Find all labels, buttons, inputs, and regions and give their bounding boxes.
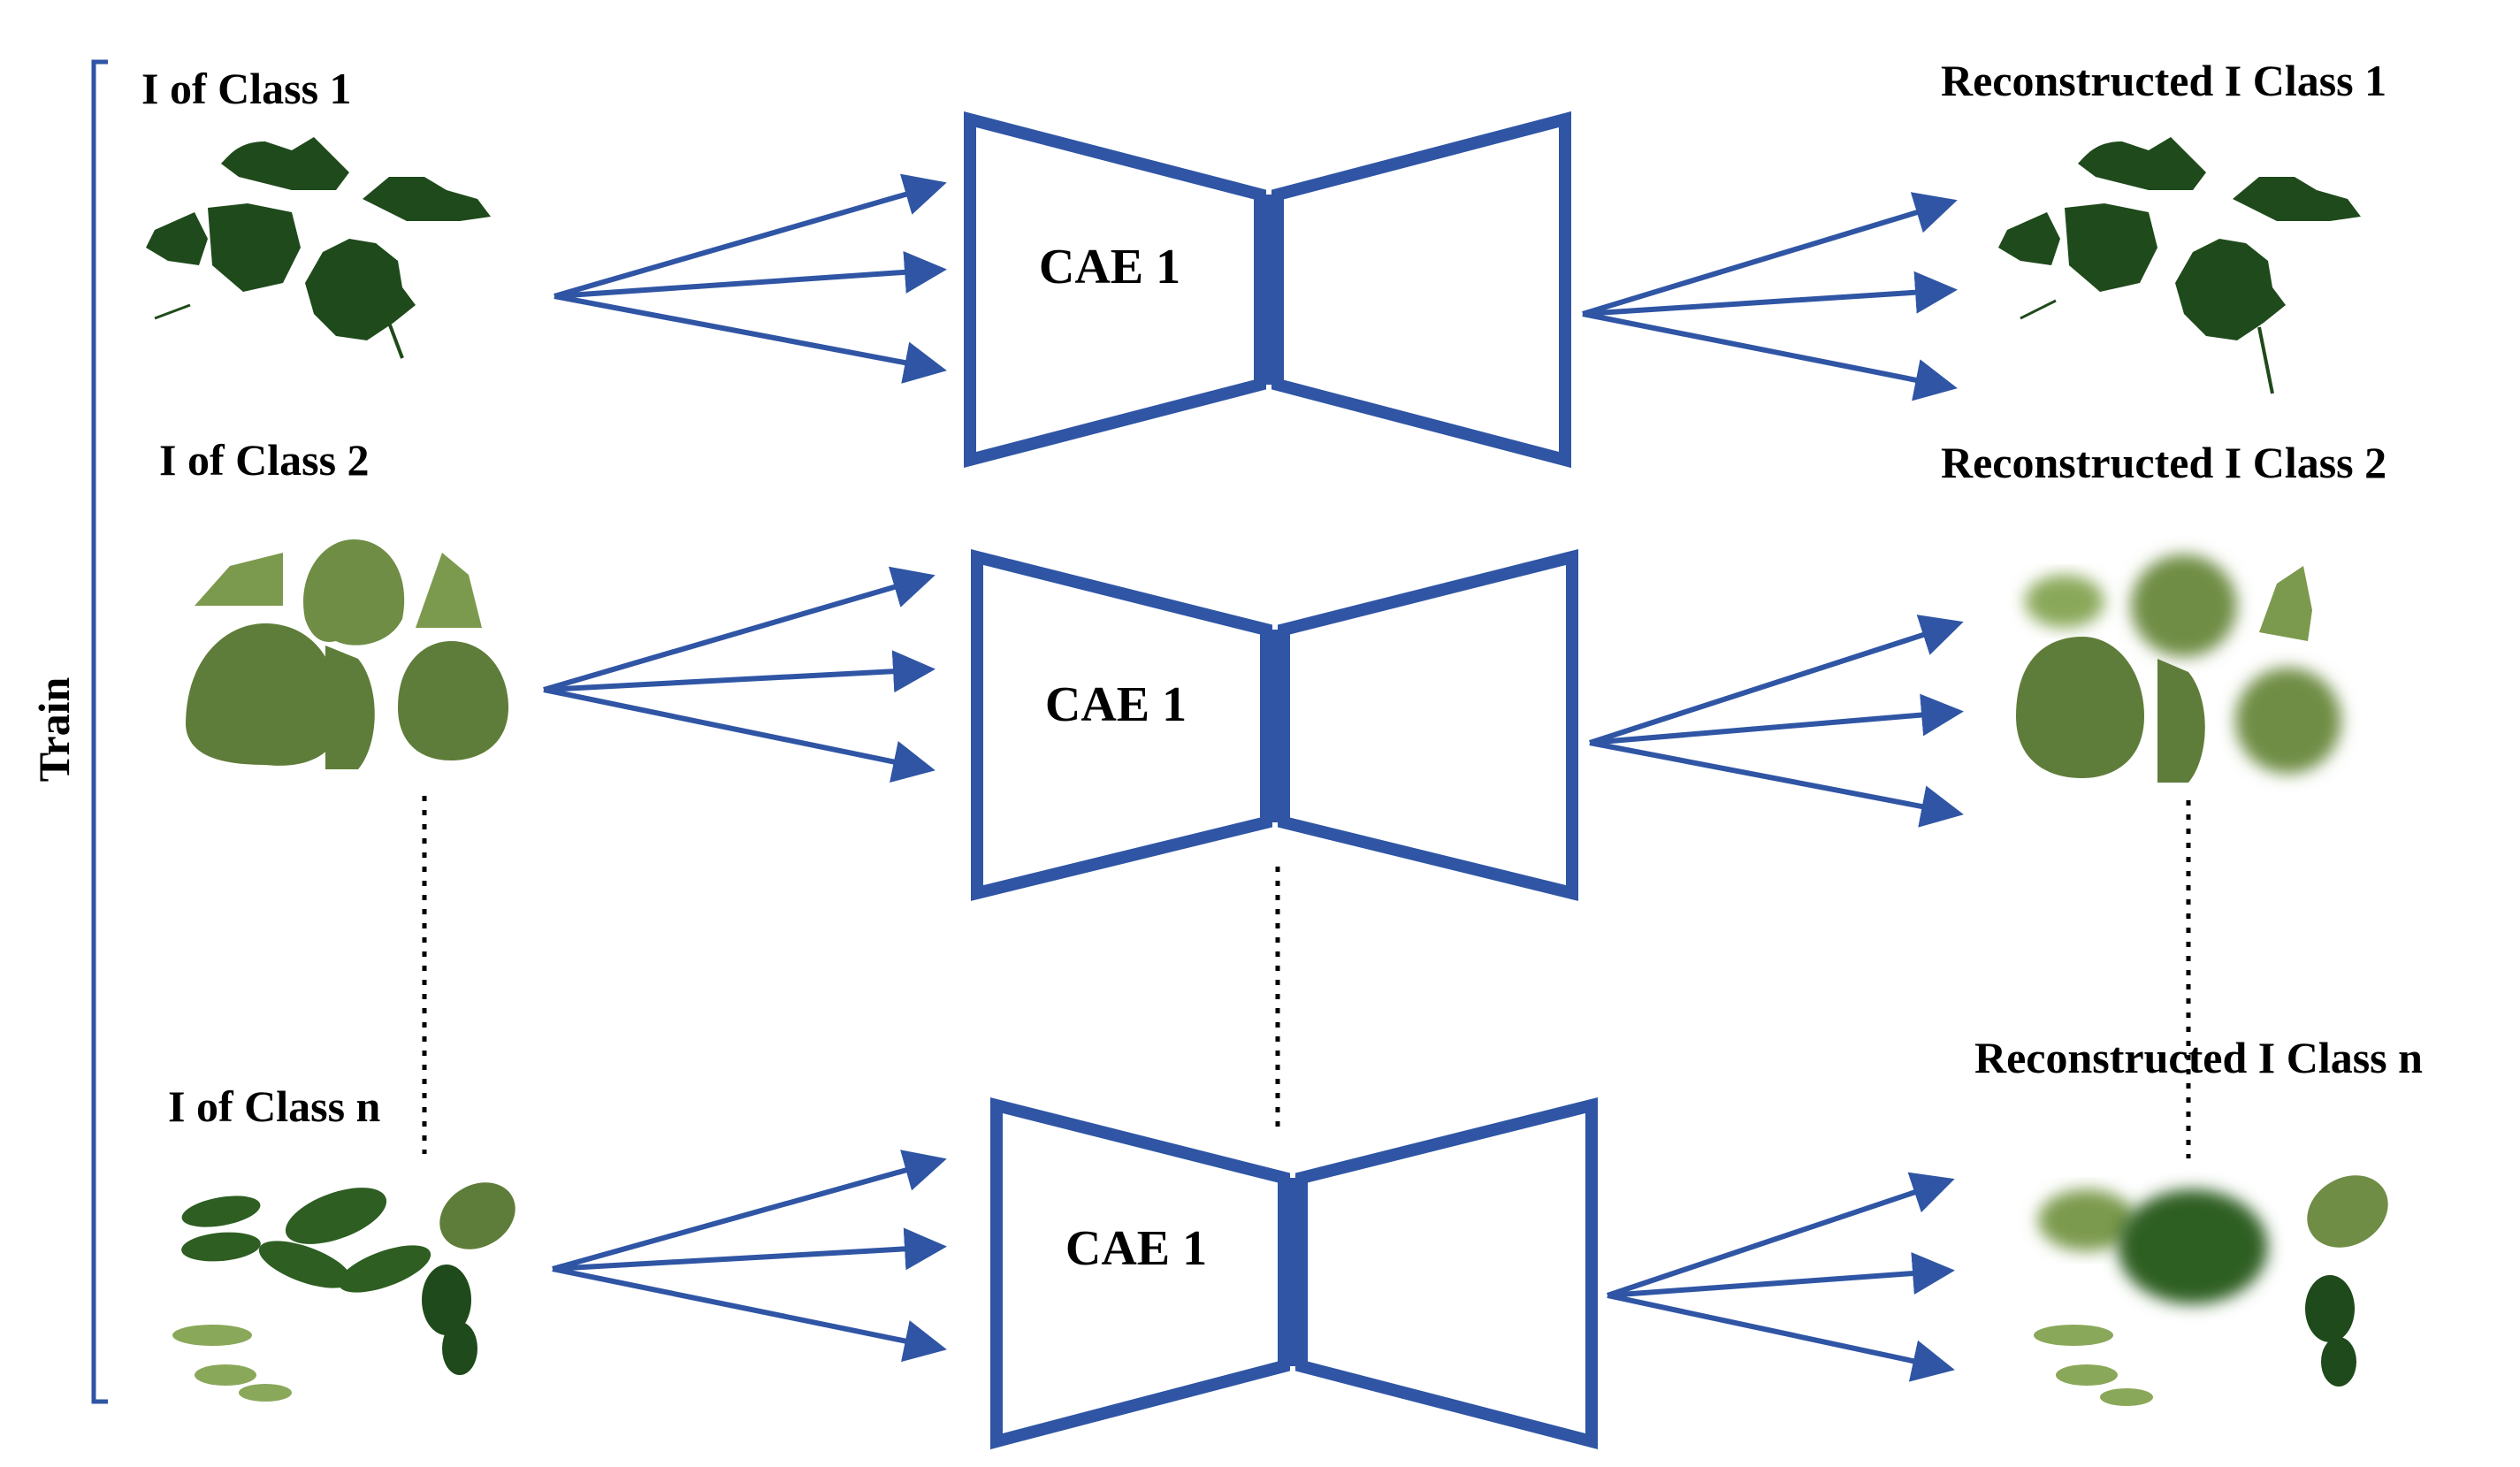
model-label: CAE 1 <box>1065 1221 1207 1276</box>
output-label: Reconstructed I Class 2 <box>1941 438 2386 487</box>
model-label: CAE 1 <box>1045 677 1187 732</box>
leaf-thumbnail-icon <box>2016 554 2341 783</box>
arrow-fan-icon <box>1582 192 1958 401</box>
train-label: Train <box>29 677 79 783</box>
autoencoder-icon <box>964 111 1571 469</box>
train-bracket: Train <box>29 59 108 1404</box>
leaf-thumbnail-icon <box>172 1182 515 1402</box>
leaf-thumbnail-icon <box>186 539 508 769</box>
output-label: Reconstructed I Class 1 <box>1941 56 2386 105</box>
input-label: I of Class n <box>168 1081 381 1131</box>
autoencoder-icon <box>971 549 1578 901</box>
row-class-1: I of Class 1 CAE 1 Reconstructed I Class <box>141 56 2386 469</box>
arrow-fan-icon <box>1589 615 1964 828</box>
input-label: I of Class 2 <box>159 435 370 485</box>
vertical-ellipses <box>422 796 2191 1158</box>
train-bracket-icon <box>91 59 108 1404</box>
output-label: Reconstructed I Class n <box>1974 1033 2423 1082</box>
leaf-thumbnail-icon <box>1998 137 2361 394</box>
arrow-fan-icon <box>552 1150 947 1363</box>
model-label: CAE 1 <box>1039 240 1180 294</box>
leaf-thumbnail-icon <box>2034 1175 2388 1406</box>
input-label: I of Class 1 <box>141 64 352 113</box>
leaf-thumbnail-icon <box>146 137 491 359</box>
arrow-fan-icon <box>1607 1172 1955 1382</box>
autoencoder-icon <box>990 1097 1598 1450</box>
arrow-fan-icon <box>543 566 935 783</box>
row-class-2: I of Class 2 CAE 1 Reconstructed I Class… <box>159 435 2386 901</box>
arrow-fan-icon <box>554 173 947 384</box>
row-class-n: I of Class n CAE 1 <box>168 1033 2423 1450</box>
